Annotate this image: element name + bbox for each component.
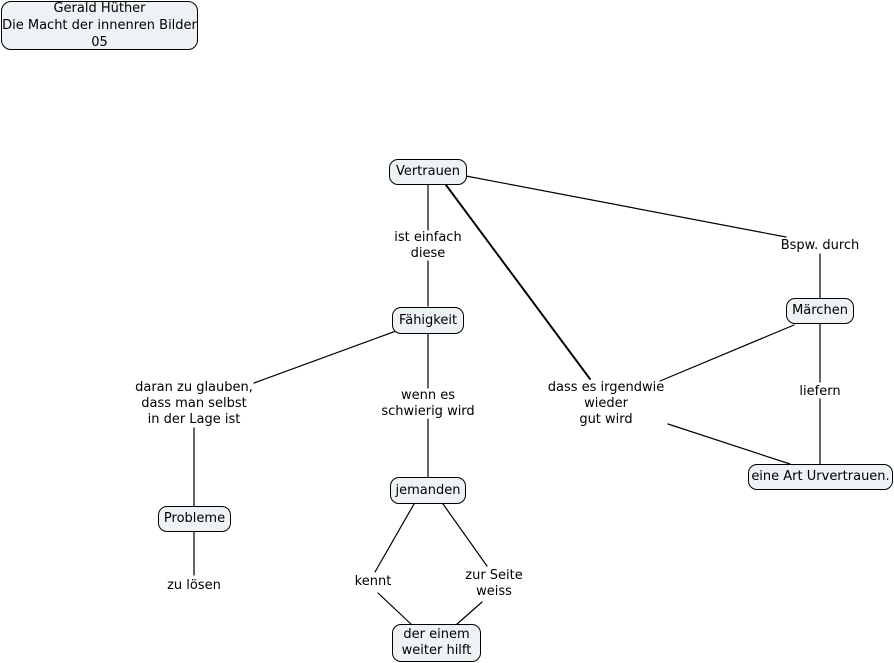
link-label-kennt: kennt <box>354 574 392 589</box>
node-weiter-hilft[interactable]: der einem weiter hilft <box>392 624 481 662</box>
node-probleme[interactable]: Probleme <box>158 506 231 532</box>
link-label-wenn-es-schwierig-wird: wenn es schwierig wird <box>381 388 475 419</box>
title-card[interactable]: Gerald Hüther Die Macht der innenren Bil… <box>1 1 198 50</box>
link-label-liefern: liefern <box>799 384 841 399</box>
node-jemanden[interactable]: jemanden <box>390 477 466 504</box>
edge-dassesirgendwie-urvertrauen <box>667 423 791 465</box>
node-vertrauen[interactable]: Vertrauen <box>389 159 467 185</box>
edge-vertrauen-dassesirgendwie <box>445 184 591 380</box>
link-label-bspw-durch: Bspw. durch <box>780 238 860 253</box>
node-faehigkeit[interactable]: Fähigkeit <box>392 307 464 334</box>
link-label-ist-einfach-diese: ist einfach diese <box>394 230 462 261</box>
edge-faehigkeit-daranzuglauben <box>253 330 397 384</box>
edge-jemanden-kennt <box>374 503 415 573</box>
edge-zurseite-weiterhilft <box>455 601 483 626</box>
link-label-zu-loesen: zu lösen <box>167 578 221 593</box>
edge-kennt-weiterhilft <box>377 592 413 626</box>
link-label-dass-es-irgendwie: dass es irgendwie wieder gut wird <box>547 380 665 427</box>
node-maerchen[interactable]: Märchen <box>786 298 854 324</box>
link-label-daran-zu-glauben: daran zu glauben, dass man selbst in der… <box>135 380 253 427</box>
edge-vertrauen-bspw <box>465 175 787 238</box>
link-label-zur-seite-weiss: zur Seite weiss <box>465 568 523 599</box>
edge-jemanden-zurseite <box>442 503 488 567</box>
edge-dassesirgendwie-maerchen <box>659 324 795 382</box>
node-urvertrauen[interactable]: eine Art Urvertrauen. <box>748 464 893 490</box>
